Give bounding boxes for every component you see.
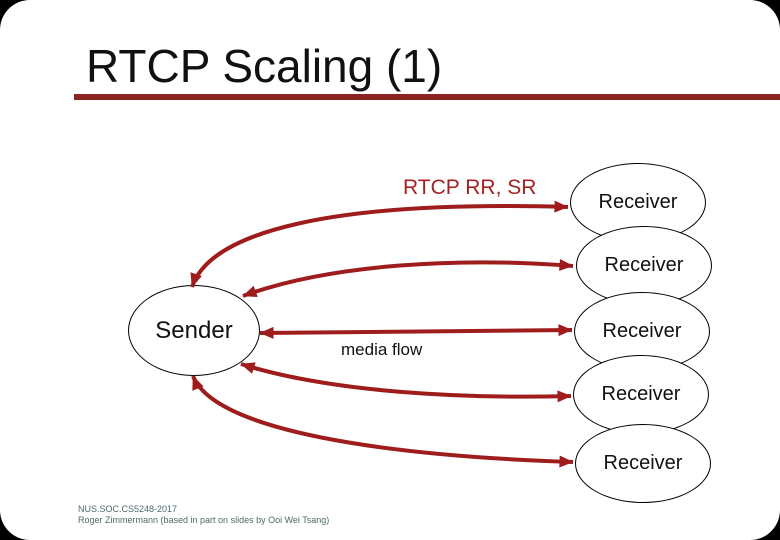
receiver-node-5: Receiver — [575, 424, 711, 503]
sender-label: Sender — [155, 316, 233, 344]
receiver-label: Receiver — [598, 191, 678, 213]
receiver-label: Receiver — [603, 452, 683, 474]
sender-node: Sender — [128, 285, 260, 376]
arrow-sender-receiver1 — [190, 200, 569, 288]
footer-attribution: Roger Zimmermann (based in part on slide… — [78, 515, 330, 525]
arrow-sender-receiver3-media-flow — [259, 324, 573, 339]
receiver-node-4: Receiver — [573, 355, 709, 434]
slide-footer: NUS.SOC.CS5248-2017 Roger Zimmermann (ba… — [78, 504, 329, 526]
arrow-sender-receiver4 — [240, 362, 572, 403]
receiver-node-2: Receiver — [576, 226, 712, 305]
arrow-sender-receiver2 — [242, 258, 574, 298]
receiver-label: Receiver — [604, 254, 684, 276]
rtcp-rr-sr-label: RTCP RR, SR — [403, 176, 537, 199]
receiver-label: Receiver — [602, 320, 682, 342]
footer-course-code: NUS.SOC.CS5248-2017 — [78, 504, 178, 514]
media-flow-label: media flow — [341, 340, 423, 359]
page-title: RTCP Scaling (1) — [86, 40, 443, 92]
title-underline-rule — [74, 94, 780, 100]
receiver-label: Receiver — [601, 383, 681, 405]
arrow-sender-receiver5 — [191, 375, 574, 468]
